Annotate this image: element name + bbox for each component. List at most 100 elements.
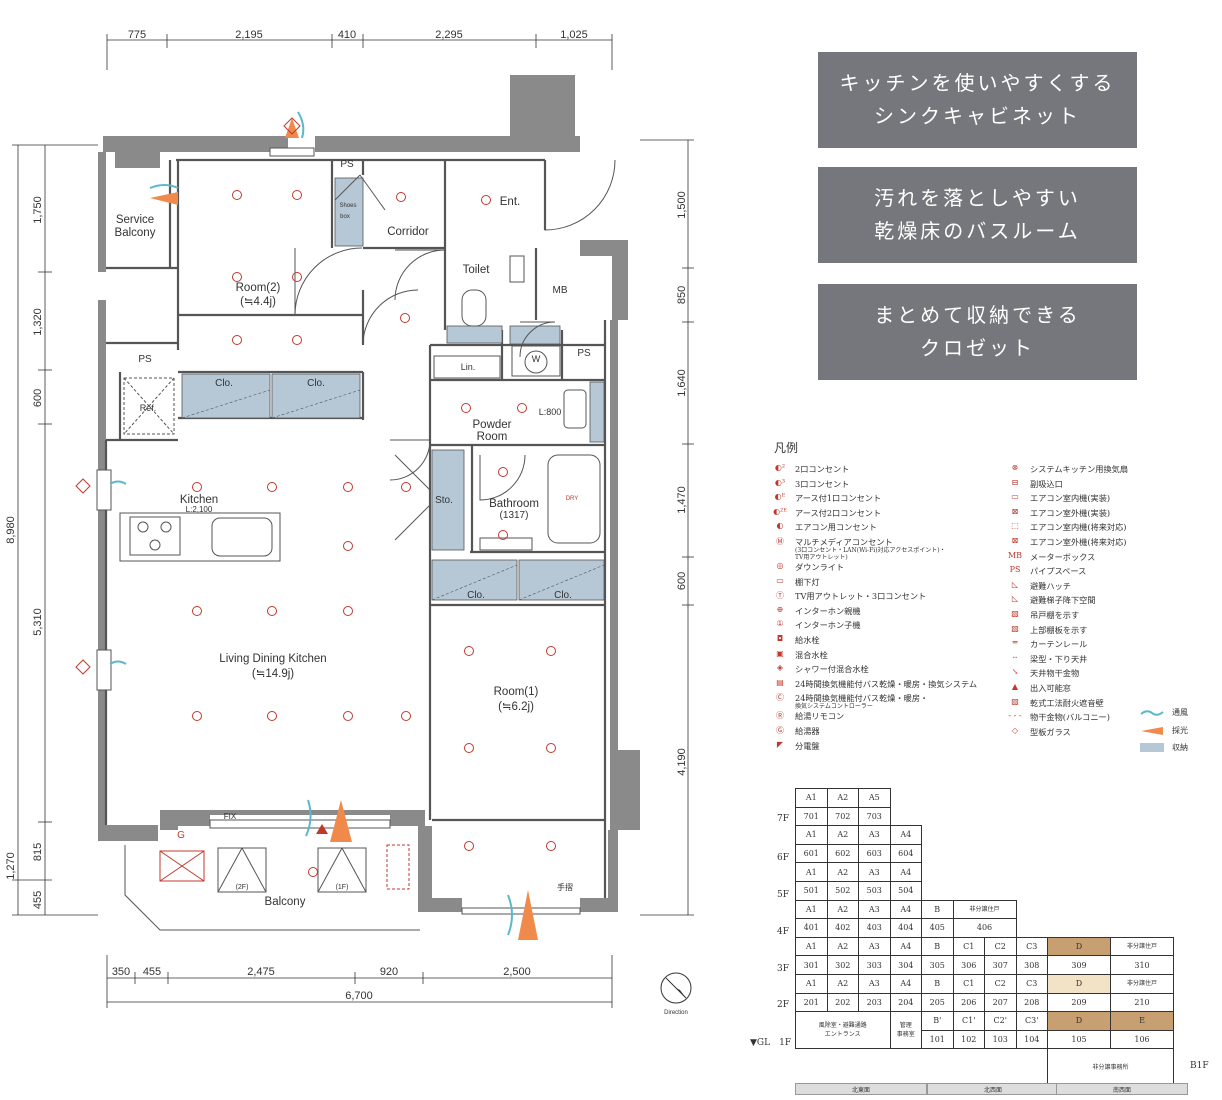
legend-right-symbol-icon: ▲ (1011, 681, 1019, 691)
label-powder-room: Powder (473, 419, 512, 431)
stack-cell: 風除室・避難通路 エントランス (795, 1011, 891, 1050)
legend-left-symbol-icon: Ⓖ (776, 725, 784, 735)
mini-legend-storage-text: 収納 (1172, 743, 1188, 752)
dim-top-4: 2,295 (435, 29, 463, 41)
stack-cell: A1 (795, 936, 828, 957)
dim-left-7: 455 (32, 891, 44, 909)
stack-cell: 603 (858, 843, 891, 864)
stack-cell: A2 (826, 825, 859, 845)
label-closet-3: Clo. (467, 590, 485, 601)
dim-left-1: 1,750 (32, 196, 44, 224)
stack-cell: A4 (889, 862, 922, 882)
label-closet-1: Clo. (215, 378, 233, 389)
stack-cell: 701 (795, 806, 828, 827)
legend-left-text: ダウンライト (795, 561, 845, 572)
stack-cell: A4 (889, 936, 922, 957)
label-ps-3: PS (577, 348, 591, 359)
stack-cell: 303 (858, 955, 891, 975)
legend-title: 凡例 (774, 441, 799, 455)
legend-right-text: エアコン室外機(将来対応) (1030, 536, 1127, 547)
stack-cell: A3 (858, 899, 891, 920)
stack-floor-label: 5F (777, 890, 789, 900)
legend-left-symbol-icon: ◐³ (774, 477, 786, 487)
stack-cell: 104 (1015, 1029, 1048, 1050)
legend-left-text: インターホン親機 (795, 605, 861, 616)
right-dimensions: 1,500 850 1,640 1,470 600 4,190 (640, 139, 694, 916)
label-balcony: Balcony (265, 896, 306, 908)
legend-left-row: ◎ ダウンライト (765, 561, 977, 576)
downlights (192, 190, 556, 877)
legend-left-symbol-icon: ◐ (776, 521, 784, 531)
stack-cell: A2 (826, 788, 859, 808)
label-ps-2: PS (138, 354, 152, 365)
legend-right-symbol-icon: ◺ (1011, 594, 1019, 604)
left-dimensions: 1,750 1,320 600 8,980 5,310 1,270 815 45… (5, 144, 98, 916)
legend-left-symbol-icon: ◎ (776, 560, 784, 570)
stack-cell: 308 (1015, 955, 1048, 975)
legend-right-text: 物干金物(バルコニー) (1030, 712, 1110, 723)
label-closet-2: Clo. (307, 378, 325, 389)
legend-left-text: 混合水栓 (795, 649, 828, 660)
stack-cell: 304 (889, 955, 922, 975)
stack-facade-label: 北東面 (795, 1083, 927, 1095)
feature-2-line-1: 汚れを落としやすい (874, 186, 1081, 210)
legend-left-symbol-icon: ◐² (774, 463, 786, 472)
dim-top-3: 410 (338, 29, 356, 41)
legend-left-row: ⊕ インターホン親機 (765, 605, 977, 620)
stack-cell: A1 (795, 862, 828, 882)
stack-cell: A2 (826, 936, 859, 957)
legend-right-text: メーターボックス (1030, 551, 1096, 562)
legend-left-row: ▣混合水栓 (765, 649, 977, 664)
legend-right-text: 梁型・下り天井 (1030, 653, 1088, 664)
legend-right-column: ⊗システムキッチン用換気扇⊟副吸込口▭エアコン室内機(実装)⊠エアコン室外機(実… (1000, 463, 1128, 740)
stack-cell: D (1047, 936, 1111, 957)
legend-right-symbol-icon: ▧ (1011, 623, 1019, 633)
legend-left-symbol-icon: ▭ (776, 575, 784, 585)
legend-right-symbol-icon: ⊠ (1011, 535, 1019, 545)
legend-right-symbol-icon: ▭ (1011, 492, 1019, 502)
legend-left-text: インターホン子機 (795, 620, 861, 631)
stack-floor-label: 3F (777, 964, 789, 974)
label-service-balcony-2: Balcony (115, 227, 156, 239)
stack-floor-label: 6F (777, 853, 789, 863)
stack-cell: A3 (858, 825, 891, 845)
dim-bottom-total: 6,700 (345, 990, 373, 1002)
dim-top-2: 2,195 (235, 29, 263, 41)
legend-left-symbol-icon: ◘ (776, 633, 784, 643)
dim-bottom-4: 920 (380, 966, 398, 978)
stack-cell: C2 (984, 974, 1017, 994)
dim-right-4: 1,470 (676, 486, 688, 514)
legend-left-symbol-icon: ⊕ (776, 604, 784, 614)
stack-cell: A4 (889, 825, 922, 845)
legend-right-text: 上部棚板を示す (1030, 624, 1088, 635)
stack-cell: 504 (889, 881, 922, 901)
stack-cell: C3 (1015, 936, 1048, 957)
mini-legend-light-text: 採光 (1172, 726, 1188, 735)
legend-right-row: ⬚エアコン室内機(将来対応) (1000, 521, 1128, 536)
storage-areas (181, 177, 605, 601)
windows (96, 147, 581, 915)
legend-right-symbol-icon: ◇ (1011, 725, 1019, 735)
legend-right-row: ┄梁型・下り天井 (1000, 653, 1128, 668)
top-dimensions: 775 2,195 410 2,295 1,025 (106, 29, 613, 70)
balcony (124, 844, 420, 931)
dim-left-4: 5,310 (32, 608, 44, 636)
legend-right-row: ═カーテンレール (1000, 638, 1128, 653)
feature-kitchen-sink: キッチンを使いやすくする シンクキャビネット (818, 52, 1137, 148)
legend-left-row: ▭棚下灯 (765, 576, 977, 591)
mini-legend-light: 採光 (1140, 725, 1188, 736)
wind-icon (1140, 709, 1164, 716)
legend-left-text: 給水栓 (795, 634, 820, 645)
stack-cell: 310 (1110, 955, 1174, 975)
stack-cell: A3 (858, 974, 891, 994)
stack-cell: 非分譲住戸 (1110, 936, 1174, 957)
legend-right-row: ⊟副吸込口 (1000, 478, 1128, 493)
label-service-balcony: Service (116, 214, 154, 226)
mini-legend-storage: 収納 (1140, 742, 1188, 753)
structural-walls (98, 75, 640, 912)
legend-left-text: マルチメディアコンセント(3口コンセント・LAN(Wi-Fi)対応アクセスポイン… (795, 536, 946, 561)
legend-left-row: ▤24時間換気機能付バス乾燥・暖房・換気システム (765, 678, 977, 693)
airflow-light-marks (75, 111, 538, 940)
